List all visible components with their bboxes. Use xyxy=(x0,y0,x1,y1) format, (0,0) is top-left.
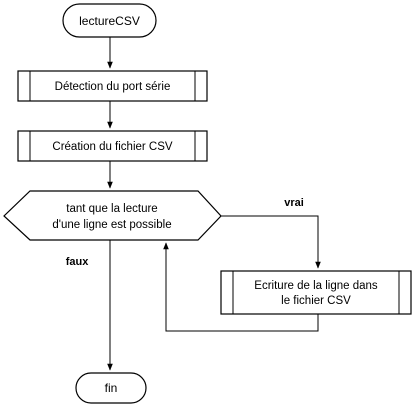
end-label: fin xyxy=(105,381,118,395)
write-label-line1: Ecriture de la ligne dans xyxy=(254,280,378,292)
detect-label: Détection du port série xyxy=(55,81,171,93)
write-node[interactable]: Ecriture de la ligne dans le fichier CSV xyxy=(220,270,412,315)
loop-label-line2: d'une ligne est possible xyxy=(52,219,171,231)
create-node[interactable]: Création du fichier CSV xyxy=(17,130,208,162)
end-node[interactable]: fin xyxy=(75,372,147,404)
create-label: Création du fichier CSV xyxy=(52,141,172,153)
detect-node[interactable]: Détection du port série xyxy=(17,70,208,102)
write-label-line2: le fichier CSV xyxy=(281,295,351,307)
edge-loop-to-write xyxy=(221,215,321,269)
start-label: lectureCSV xyxy=(79,14,140,28)
loop-node[interactable]: tant que la lecture d'une ligne est poss… xyxy=(3,190,222,241)
false-label: faux xyxy=(66,256,90,268)
loop-label-line1: tant que la lecture xyxy=(66,203,157,215)
start-node[interactable]: lectureCSV xyxy=(62,3,157,38)
edge-write-to-loop xyxy=(163,242,319,332)
true-label: vrai xyxy=(284,197,304,209)
